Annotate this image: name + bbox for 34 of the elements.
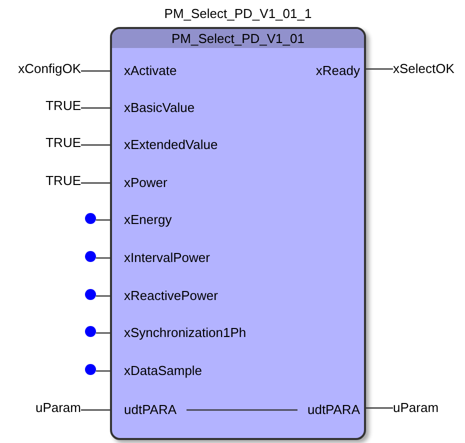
pin-name: xBasicValue xyxy=(112,100,205,116)
connector-line xyxy=(366,407,393,409)
pin-name: xDataSample xyxy=(112,363,212,379)
pin-name: xSynchronization1Ph xyxy=(112,325,256,341)
connector-line xyxy=(96,219,110,221)
variable-name: TRUE xyxy=(46,173,81,189)
variable-name: TRUE xyxy=(46,135,81,151)
pin-name: udtPARA xyxy=(112,402,187,418)
connector-line xyxy=(81,409,110,411)
pin-name: xActivate xyxy=(112,63,187,79)
connector-line xyxy=(96,332,110,334)
variable-name: TRUE xyxy=(46,98,81,114)
pin-name: xReactivePower xyxy=(112,288,228,304)
connector-line xyxy=(186,409,298,411)
connector-line xyxy=(81,182,110,184)
connector-line xyxy=(96,370,110,372)
connector-line xyxy=(81,70,110,72)
connector-line xyxy=(366,68,393,70)
connector-line xyxy=(96,257,110,259)
pin-name: udtPARA xyxy=(297,402,364,418)
variable-name: uParam xyxy=(393,400,439,416)
block-header: PM_Select_PD_V1_01 xyxy=(112,29,364,48)
pin-name: xExtendedValue xyxy=(112,137,228,153)
instance-name: PM_Select_PD_V1_01_1 xyxy=(163,5,313,23)
pin-name: xReady xyxy=(306,63,364,79)
pin-name: xPower xyxy=(112,175,178,191)
pin-name: xEnergy xyxy=(112,212,182,228)
connector-line xyxy=(81,144,110,146)
variable-name: uParam xyxy=(35,400,81,416)
variable-name: xSelectOK xyxy=(393,61,454,77)
connector-line xyxy=(96,295,110,297)
variable-name: xConfigOK xyxy=(18,61,81,77)
pin-name: xIntervalPower xyxy=(112,250,220,266)
connector-line xyxy=(81,107,110,109)
